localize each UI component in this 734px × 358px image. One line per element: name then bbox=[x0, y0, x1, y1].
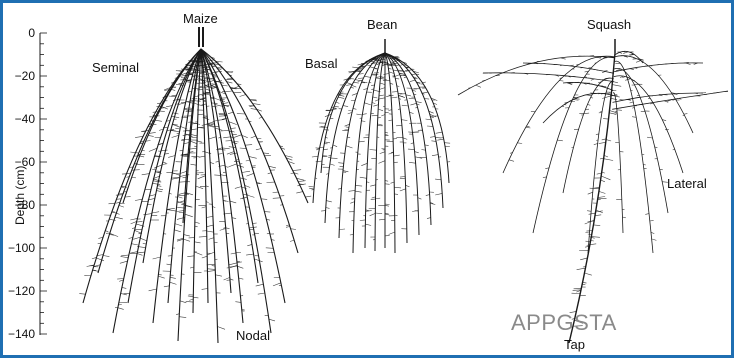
seminal-label: Seminal bbox=[92, 60, 139, 75]
tap-label: Tap bbox=[564, 337, 585, 352]
maize-title: Maize bbox=[183, 11, 218, 26]
nodal-label: Nodal bbox=[236, 328, 270, 343]
watermark: APPGSTA bbox=[511, 310, 617, 336]
lateral-label: Lateral bbox=[667, 176, 707, 191]
root-systems-drawing bbox=[3, 3, 731, 355]
tick-label-140: −140 bbox=[0, 327, 35, 341]
depth-axis-label: Depth (cm) bbox=[13, 166, 27, 225]
bean-root-system bbox=[309, 39, 451, 253]
tick-label-20: −20 bbox=[0, 69, 35, 83]
squash-root-system bbox=[458, 39, 728, 343]
tick-label-120: −120 bbox=[0, 284, 35, 298]
depth-axis-line bbox=[40, 33, 47, 335]
tick-label-40: −40 bbox=[0, 112, 35, 126]
tick-label-60: −60 bbox=[0, 155, 35, 169]
squash-title: Squash bbox=[587, 17, 631, 32]
basal-label: Basal bbox=[305, 56, 338, 71]
tick-label-100: −100 bbox=[0, 241, 35, 255]
tick-label-80: −80 bbox=[0, 198, 35, 212]
bean-title: Bean bbox=[367, 17, 397, 32]
tick-label-0: 0 bbox=[0, 26, 35, 40]
